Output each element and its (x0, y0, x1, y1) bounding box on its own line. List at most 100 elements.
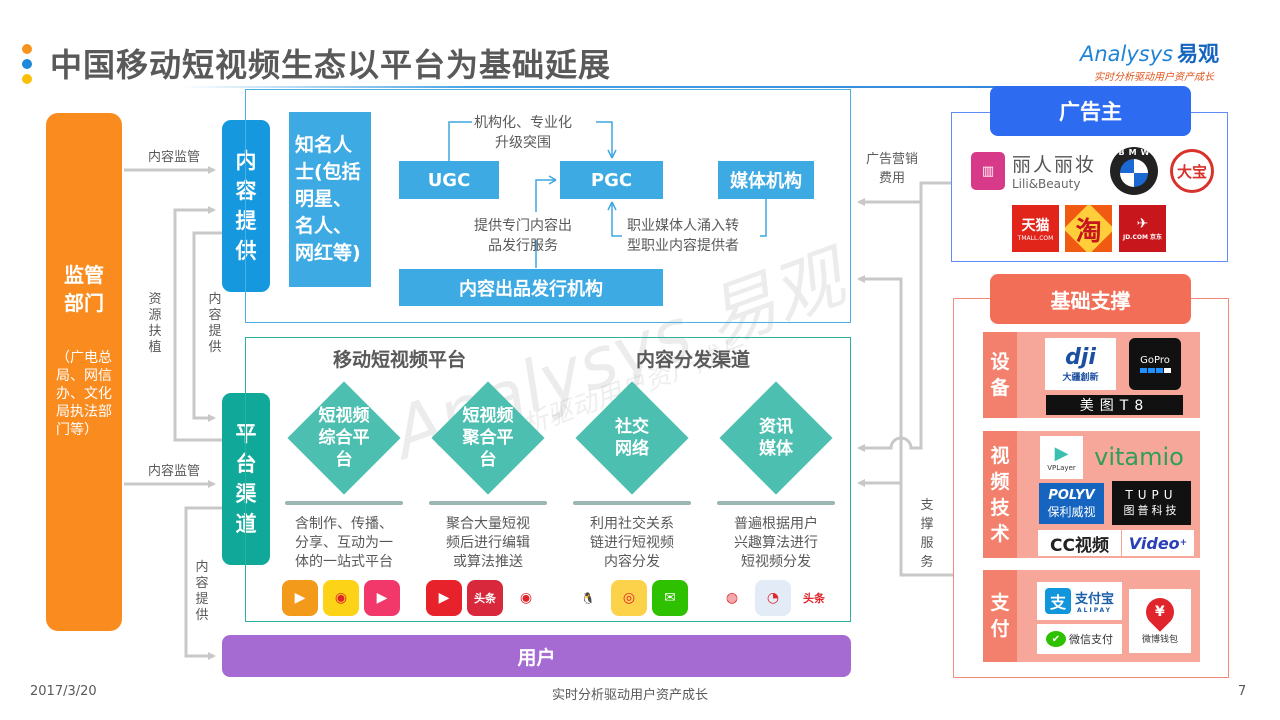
wechat-pay-logo: ✔ 微信支付 (1037, 624, 1122, 654)
platform-description-line: 内容分发 (604, 554, 660, 570)
tupu-text: TUPU (1125, 488, 1178, 502)
dot-orange-icon (22, 44, 32, 54)
lili-beauty-cn: 丽人丽妆 (1012, 154, 1097, 176)
line-to-pgc (596, 121, 613, 158)
brand-logo-en: Analysys (1080, 42, 1174, 66)
media-note-line1: 职业媒体人涌入转 (627, 218, 739, 234)
vplayer-logo: ▶ VPLayer (1040, 436, 1083, 479)
dji-text: dji (1065, 345, 1096, 370)
platform-description-line: 利用社交关系 (590, 516, 674, 532)
bmw-logo: BMW (1110, 147, 1158, 195)
tmall-en: TMALL.COM (1017, 235, 1054, 242)
upgrade-note-line1: 机构化、专业化 (474, 115, 572, 131)
media-note-line2: 型职业内容提供者 (627, 238, 739, 254)
user-bar: 用户 (222, 635, 851, 677)
celebrities-box: 知名人士(包括明星、名人、网红等) (289, 112, 371, 287)
weibo-icon: ◎ (611, 580, 647, 616)
publisher-note: 提供专门内容出 品发行服务 (474, 216, 572, 256)
platform-type-label: 资讯媒体 (714, 376, 838, 500)
arrow-resource-support (173, 206, 222, 442)
diamond-base-shadow (429, 501, 547, 505)
page-number: 7 (1238, 684, 1247, 699)
publisher-note-line1: 提供专门内容出 (474, 218, 572, 234)
arrow-platform-to-user (184, 506, 222, 660)
upgrade-note-line2: 升级突围 (495, 135, 551, 151)
platform-description-line: 含制作、传播、 (295, 516, 393, 532)
toutiao-video-icon: 头条 (467, 580, 503, 616)
tupu-logo: TUPU 图普科技 (1112, 481, 1191, 525)
platform-type-name: 资讯媒体 (759, 417, 793, 459)
label-ad-cost: 广告营销 费用 (866, 150, 918, 188)
arrow-support-top (857, 275, 953, 577)
label-resource-support: 资源扶植 (148, 292, 162, 355)
gopro-logo: GoPro (1129, 338, 1181, 390)
alipay-logo: 支 支付宝 ALIPAY (1037, 582, 1122, 620)
regulator-description: （广电总局、网信办、文化局执法部门等） (56, 350, 112, 438)
page-title: 中国移动短视频生态以平台为基础延展 (50, 46, 612, 84)
toutiao-icon: 头条 (796, 580, 832, 616)
qq-icon: 🐧 (570, 580, 606, 616)
camera-app-icon: ▶ (282, 580, 318, 616)
brand-slogan: 实时分析驱动用户资产成长 (1094, 72, 1214, 83)
vplayer-play-icon: ▶ (1054, 443, 1069, 464)
label-supervision-bottom: 内容监管 (148, 464, 201, 479)
polyv-text: POLYV (1048, 487, 1095, 503)
platform-diamond: 短视频聚合平台 (426, 376, 550, 500)
dji-cn: 大疆創新 (1062, 373, 1099, 383)
arrow-head-pgc-top (607, 149, 617, 159)
platform-type-name: 社交网络 (615, 417, 649, 459)
platform-description-line: 聚合大量短视 (446, 516, 530, 532)
gopro-squares-icon (1139, 368, 1171, 373)
cc-video-logo: CC视频 (1038, 530, 1121, 556)
dot-blue-icon (22, 59, 32, 69)
lili-logo-icon: ▥ (971, 152, 1005, 190)
diamond-base-shadow (285, 501, 403, 505)
jd-dog-icon: ✈ (1136, 216, 1149, 232)
tencent-news-icon: ◔ (755, 580, 791, 616)
platform-type-label: 短视频聚合平台 (426, 376, 550, 500)
platform-type-label: 社交网络 (570, 376, 694, 500)
user-label: 用户 (517, 646, 556, 669)
platform-description-line: 链进行短视频 (590, 535, 674, 551)
platform-description-line: 普遍根据用户 (734, 516, 818, 532)
arrow-head-pgc-bottom (607, 201, 617, 211)
vplayer-text: VPLayer (1047, 464, 1076, 472)
camera-lens-icon: ◉ (508, 580, 544, 616)
platform-description: 利用社交关系链进行短视频内容分发 (567, 515, 697, 572)
lens-app-icon: ◉ (323, 580, 359, 616)
pgc-box: PGC (560, 161, 663, 199)
diamond-base-shadow (717, 501, 835, 505)
lili-beauty-en: Lili&Beauty (1012, 177, 1081, 191)
platform-description-line: 兴趣算法进行 (734, 535, 818, 551)
platform-description: 普遍根据用户兴趣算法进行短视频分发 (711, 515, 841, 572)
wechat-icon: ✉ (652, 580, 688, 616)
platform-type-name: 短视频综合平台 (318, 406, 370, 470)
label-ad-cost-line2: 费用 (879, 171, 906, 186)
weibo-wallet-text: 微博钱包 (1141, 634, 1178, 645)
tmall-logo: 天猫 TMALL.COM (1012, 205, 1059, 252)
taobao-logo: 淘 (1065, 205, 1112, 252)
platform-channel-label: 平台渠道 (235, 422, 257, 536)
platform-description-line: 或算法推送 (453, 554, 523, 570)
line-publisher-to-pgc (535, 179, 556, 212)
play-app-icon: ▶ (426, 580, 462, 616)
lili-beauty-logo: 丽人丽妆 Lili&Beauty (1012, 150, 1104, 191)
heading-distribution-channels: 内容分发渠道 (636, 349, 751, 371)
label-content-supply-2: 内容提供 (195, 560, 209, 623)
dji-logo: dji 大疆創新 (1045, 338, 1116, 390)
gopro-text: GoPro (1140, 355, 1170, 366)
dabao-logo: 大宝 (1170, 149, 1214, 193)
platform-description: 含制作、传播、分享、互动为一体的一站式平台 (279, 515, 409, 572)
regulator-title: 监管 部门 (46, 261, 122, 317)
platform-description-line: 频后进行编辑 (446, 535, 530, 551)
weibo-wallet-logo: ¥ 微博钱包 (1129, 589, 1191, 653)
jd-text: JD.COM 京东 (1122, 234, 1163, 241)
platform-channel-block: 平台渠道 (222, 393, 270, 565)
platform-diamond: 资讯媒体 (714, 376, 838, 500)
title-underline (180, 86, 1130, 88)
publisher-note-line2: 品发行服务 (488, 238, 558, 254)
regulator-title-line2: 部门 (64, 291, 104, 315)
taobao-text: 淘 (1075, 215, 1102, 246)
label-ad-cost-line1: 广告营销 (866, 152, 919, 167)
